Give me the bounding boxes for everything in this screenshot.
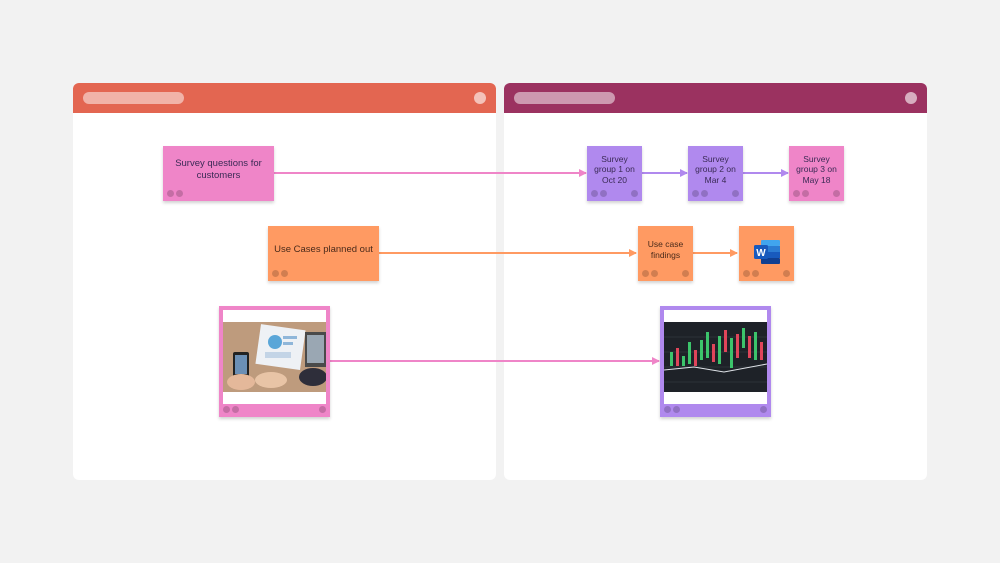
left-panel-header	[73, 83, 496, 113]
data-analysis-photo	[223, 322, 326, 392]
note-survey-group-1[interactable]: Survey group 1 on Oct 20	[587, 146, 642, 201]
microsoft-word-icon: W	[753, 239, 780, 264]
left-panel-menu-dot[interactable]	[474, 92, 486, 104]
right-board-panel	[504, 83, 927, 480]
note-survey-questions-text: Survey questions for customers	[175, 157, 262, 181]
left-board-panel	[73, 83, 496, 480]
note-use-cases[interactable]: Use Cases planned out	[268, 226, 379, 281]
right-panel-title-placeholder	[514, 92, 615, 104]
left-panel-title-placeholder	[83, 92, 184, 104]
right-panel-header	[504, 83, 927, 113]
note-use-case-findings[interactable]: Use case findings	[638, 226, 693, 281]
photo-card-analysis[interactable]	[219, 306, 330, 417]
note-survey-group-1-text: Survey group 1 on Oct 20	[594, 153, 635, 185]
note-word-document[interactable]: W	[739, 226, 794, 281]
note-survey-group-2[interactable]: Survey group 2 on Mar 4	[688, 146, 743, 201]
note-survey-group-3[interactable]: Survey group 3 on May 18	[789, 146, 844, 201]
note-survey-group-3-text: Survey group 3 on May 18	[796, 153, 837, 185]
note-survey-group-2-text: Survey group 2 on Mar 4	[695, 153, 736, 185]
note-survey-questions[interactable]: Survey questions for customers	[163, 146, 274, 201]
photo-card-chart[interactable]	[660, 306, 771, 417]
word-letter: W	[756, 248, 766, 259]
stock-chart-photo	[664, 322, 767, 392]
right-panel-menu-dot[interactable]	[905, 92, 917, 104]
note-use-cases-text: Use Cases planned out	[274, 243, 373, 255]
note-use-case-findings-text: Use case findings	[647, 238, 684, 260]
